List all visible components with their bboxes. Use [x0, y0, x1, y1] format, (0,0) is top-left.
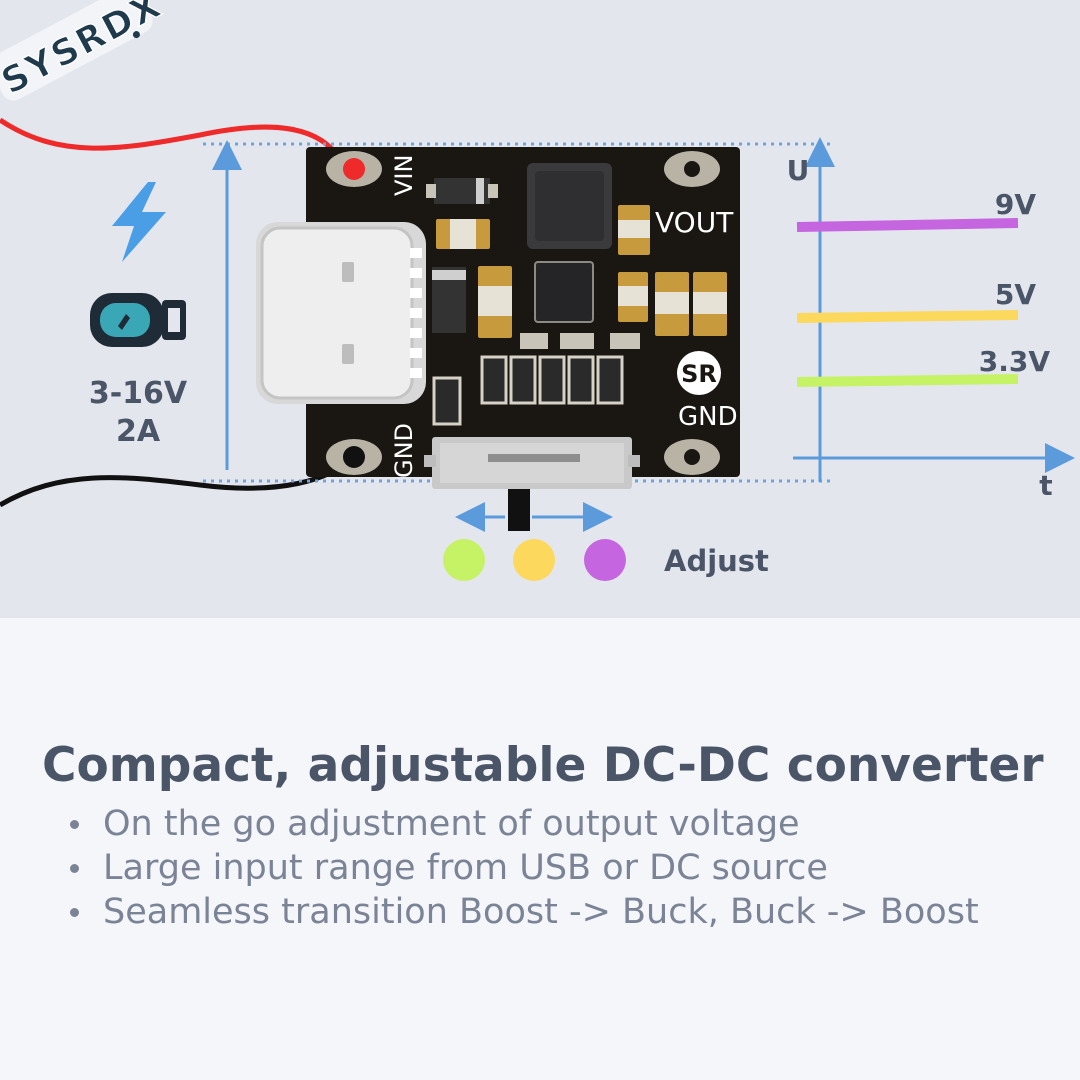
board-logo: [677, 351, 721, 395]
voltage-slide-switch: [424, 437, 640, 532]
feature-list: On the go adjustment of output voltage L…: [70, 802, 979, 934]
gnd-left-label: GND: [390, 423, 418, 478]
dc-plug-icon: [90, 293, 186, 347]
feature-text: Large input range from USB or DC source: [103, 848, 828, 888]
feature-text: Seamless transition Boost -> Buck, Buck …: [103, 892, 979, 932]
level-5v-line: [796, 310, 1019, 323]
adjust-label: Adjust: [664, 544, 769, 578]
feature-item: Seamless transition Boost -> Buck, Buck …: [70, 890, 979, 934]
switch-position-9v-dot: [584, 539, 626, 581]
level-3v3-line: [796, 374, 1019, 387]
description-panel: [0, 618, 1080, 1080]
feature-item: Large input range from USB or DC source: [70, 846, 979, 890]
input-current-label: 2A: [116, 414, 161, 449]
bullet-icon: [70, 863, 79, 873]
bullet-icon: [70, 907, 79, 917]
usb-c-connector: [256, 222, 426, 404]
lightning-bolt-icon: [112, 182, 166, 262]
feature-text: On the go adjustment of output voltage: [103, 804, 800, 844]
gnd-pad: [343, 446, 365, 468]
vin-pad: [343, 158, 365, 180]
x-axis-label: t: [1039, 469, 1052, 502]
gnd-right-label: GND: [678, 402, 738, 432]
product-diagram: SYSRDX VIN VOUT GND GND: [0, 0, 1075, 581]
vin-label: VIN: [390, 155, 418, 196]
y-axis-label: U: [787, 154, 810, 187]
feature-item: On the go adjustment of output voltage: [70, 802, 979, 846]
level-9v-line: [796, 218, 1019, 232]
controller-ic: [534, 261, 594, 323]
input-voltage-label: 3-16V: [89, 376, 188, 411]
output-voltage-graph: U t 9V 5V 3.3V: [787, 137, 1075, 502]
level-3v3-label: 3.3V: [979, 345, 1051, 378]
switch-position-5v-dot: [513, 539, 555, 581]
switch-position-3v3-dot: [443, 539, 485, 581]
sysrdx-logo: SYSRDX: [0, 0, 170, 104]
level-9v-label: 9V: [995, 188, 1036, 221]
vout-label: VOUT: [655, 206, 734, 239]
product-illustration-panel: SYSRDX VIN VOUT GND GND: [0, 0, 1080, 618]
level-5v-label: 5V: [995, 278, 1036, 311]
red-wire: [0, 117, 343, 162]
board-logo-text: SR: [681, 360, 717, 388]
page-title: Compact, adjustable DC-DC converter: [42, 738, 1044, 793]
switch-knob: [508, 489, 530, 531]
bullet-icon: [70, 819, 79, 829]
